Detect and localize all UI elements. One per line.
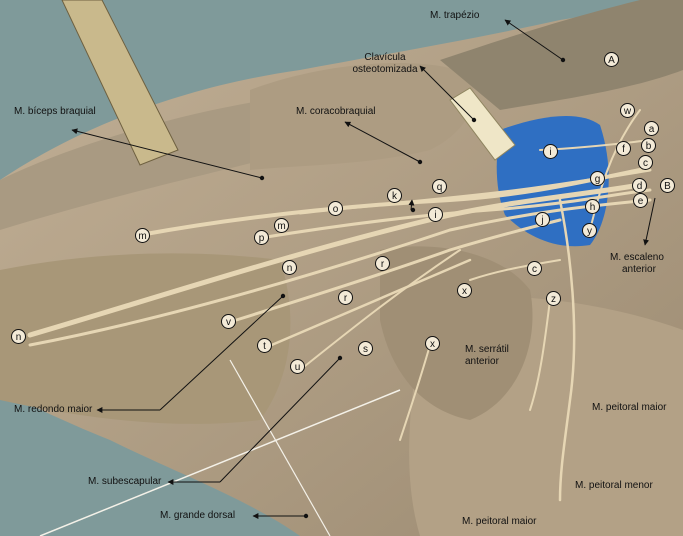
marker-w: w <box>620 103 635 118</box>
marker-c-upper: c <box>638 155 653 170</box>
marker-d: d <box>632 178 647 193</box>
label-escaleno-line2: anterior <box>622 264 656 275</box>
clavicle-stump <box>449 87 516 161</box>
marker-p: p <box>254 230 269 245</box>
marker-b: b <box>641 138 656 153</box>
label-serratil-line1: M. serrátil <box>465 344 509 355</box>
marker-n-left: n <box>11 329 26 344</box>
marker-r-lower: r <box>338 290 353 305</box>
label-clavicula-line2: osteotomizada <box>352 64 418 75</box>
label-serratil: M. serrátil anterior <box>465 344 509 368</box>
label-peitoral-maior-lower: M. peitoral maior <box>462 516 537 527</box>
marker-o: o <box>328 201 343 216</box>
label-escaleno: M. escaleno anterior <box>610 252 664 276</box>
biceps-muscle <box>0 94 327 230</box>
marker-h: h <box>585 199 600 214</box>
marker-q: q <box>432 179 447 194</box>
label-biceps: M. bíceps braquial <box>14 106 96 117</box>
marker-a: a <box>644 121 659 136</box>
label-clavicula: Clavícula osteotomizada <box>330 52 440 76</box>
marker-A: A <box>604 52 619 67</box>
marker-t: t <box>257 338 272 353</box>
marker-s: s <box>358 341 373 356</box>
label-serratil-line2: anterior <box>465 356 499 367</box>
trapezius-muscle <box>440 0 683 110</box>
marker-m-right: m <box>274 218 289 233</box>
label-redondo: M. redondo maior <box>14 404 93 415</box>
marker-i-lower: i <box>428 207 443 222</box>
marker-c-lower: c <box>527 261 542 276</box>
marker-r-upper: r <box>375 256 390 271</box>
marker-f: f <box>616 141 631 156</box>
marker-u: u <box>290 359 305 374</box>
label-trapezio: M. trapézio <box>430 10 480 21</box>
marker-k: k <box>387 188 402 203</box>
teres-muscle <box>0 253 291 424</box>
marker-g: g <box>590 171 605 186</box>
marker-x-upper: x <box>457 283 472 298</box>
label-escaleno-line1: M. escaleno <box>610 252 664 263</box>
label-clavicula-line1: Clavícula <box>364 52 406 63</box>
marker-v: v <box>221 314 236 329</box>
marker-B: B <box>660 178 675 193</box>
marker-x-lower: x <box>425 336 440 351</box>
marker-y: y <box>582 223 597 238</box>
serratus-muscle <box>380 246 533 420</box>
label-subescapular: M. subescapular <box>88 476 162 487</box>
marker-m-left: m <box>135 228 150 243</box>
marker-z: z <box>546 291 561 306</box>
marker-j: j <box>535 212 550 227</box>
label-grande-dorsal: M. grande dorsal <box>160 510 236 521</box>
label-peitoral-menor: M. peitoral menor <box>575 480 653 491</box>
marker-e: e <box>633 193 648 208</box>
label-peitoral-maior-upper: M. peitoral maior <box>592 402 667 413</box>
retractor <box>61 0 179 166</box>
marker-n-upper: n <box>282 260 297 275</box>
label-coracobraquial: M. coracobraquial <box>296 106 376 117</box>
coracobrachialis-muscle <box>250 63 474 170</box>
marker-i-upper: i <box>543 144 558 159</box>
blue-dye <box>496 115 609 247</box>
